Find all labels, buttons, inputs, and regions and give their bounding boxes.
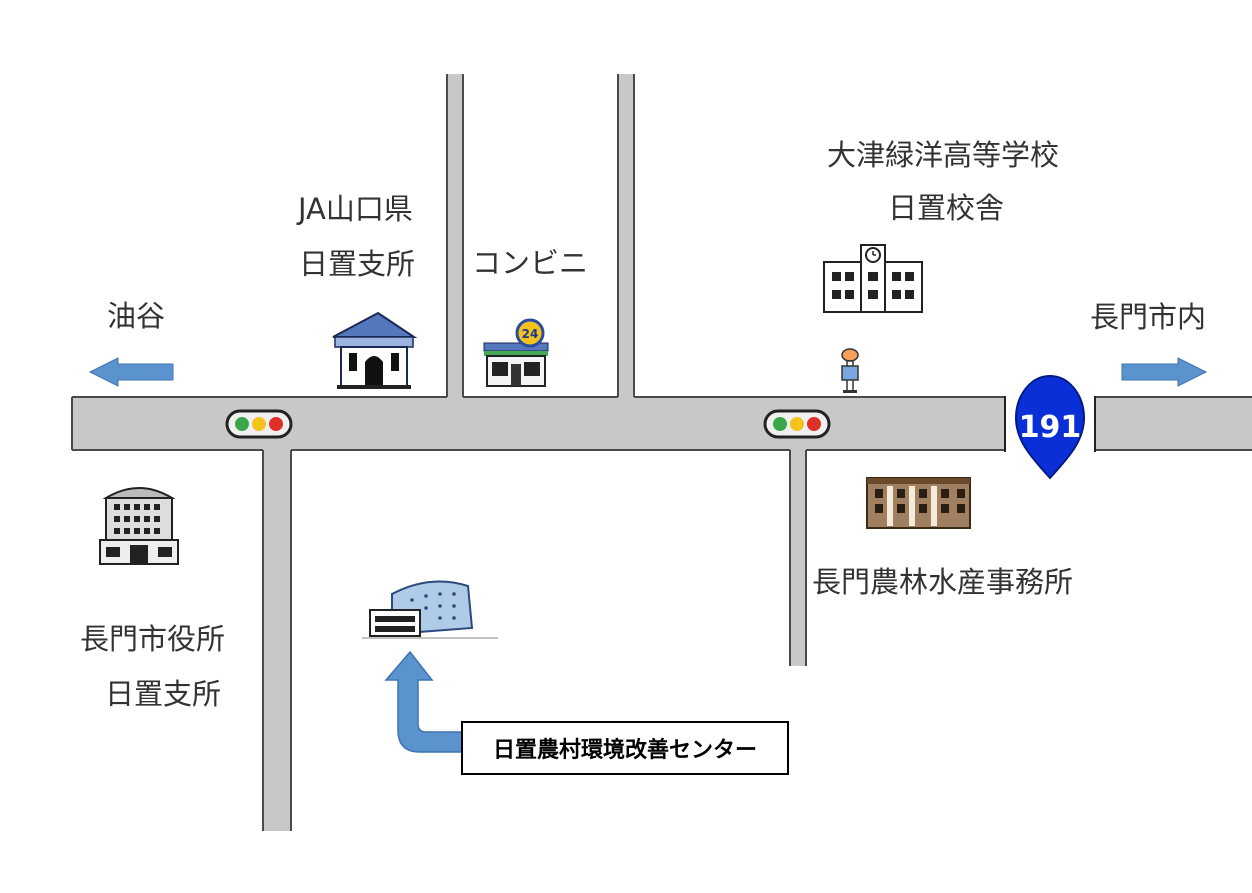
convenience-store-icon: 24 — [483, 318, 549, 387]
side-road-south-west — [262, 449, 292, 831]
school-label-line2: 日置校舎 — [887, 191, 1005, 225]
side-road-south-east — [789, 449, 807, 666]
ja-label-line2: 日置支所 — [299, 247, 416, 281]
konbini-label: コンビニ — [472, 246, 589, 280]
city-office-label-line2: 日置支所 — [105, 677, 222, 711]
direction-label-east: 長門市内 — [1090, 300, 1207, 334]
side-road-north-2 — [617, 74, 635, 398]
route-shield-icon: 191 — [1004, 374, 1096, 480]
agri-office-label: 長門農林水産事務所 — [812, 565, 1074, 599]
apartment-building-icon — [866, 477, 971, 529]
traffic-light-icon — [763, 409, 831, 439]
road-network — [71, 74, 1252, 831]
traffic-light-icon — [225, 409, 293, 439]
arrow-right-icon — [1121, 357, 1208, 387]
arrow-left-icon — [88, 357, 174, 387]
ja-label-line1: JA山口県 — [298, 192, 413, 226]
route-number: 191 — [1019, 410, 1082, 445]
bus-stop-icon — [841, 348, 859, 393]
office-building-icon — [99, 487, 179, 565]
community-hall-icon — [362, 580, 498, 639]
city-office-label-line1: 長門市役所 — [80, 622, 226, 656]
bank-building-icon — [332, 311, 418, 389]
pointer-arrow-icon — [384, 650, 463, 753]
side-road-north-1 — [446, 74, 464, 398]
destination-label: 日置農村環境改善センター — [461, 721, 789, 775]
direction-label-west: 油谷 — [107, 299, 166, 333]
school-label-line1: 大津緑洋高等学校 — [826, 138, 1060, 172]
store-24-badge: 24 — [522, 327, 539, 341]
school-building-icon — [823, 244, 923, 313]
